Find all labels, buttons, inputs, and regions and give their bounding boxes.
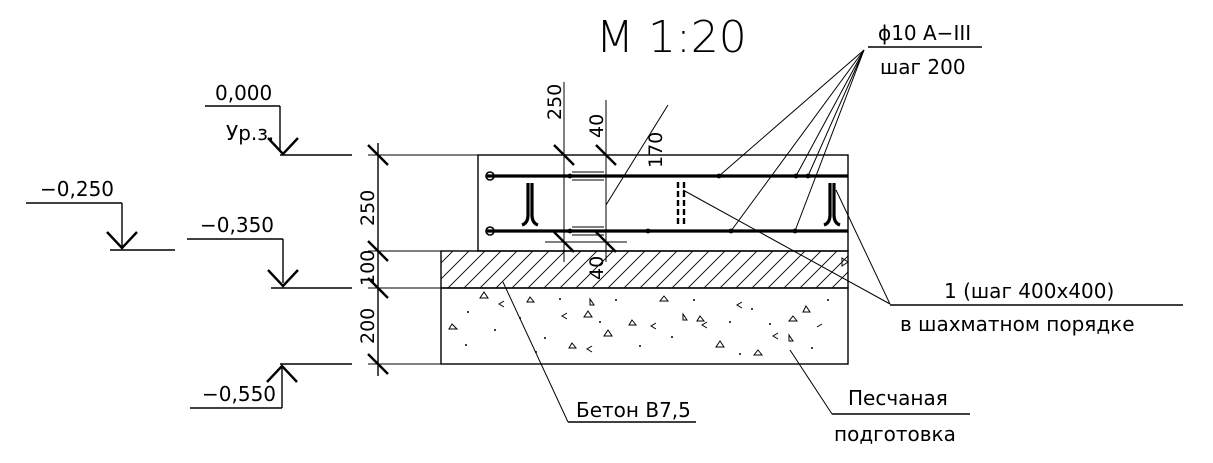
dim-slab: 250 [357,190,379,226]
scale-label: M 1:20 [596,12,747,63]
level-bottom-text: −0,550 [202,382,276,406]
rebar-label-line2: шаг 200 [880,55,966,79]
level-left-text: −0,250 [40,177,114,201]
callout-rebar: ϕ10 А−III шаг 200 [718,21,982,232]
sand-label-line2: подготовка [834,422,956,446]
dim-concrete: 100 [357,250,379,286]
concrete-bed [440,250,849,289]
level-ground-text: 0,000 [215,81,272,105]
dim-top-250: 250 [544,84,566,120]
rebar-label-line1: ϕ10 А−III [878,21,971,45]
frame-label-line2: в шахматном порядке [900,312,1135,336]
dim-top-170: 170 [645,132,667,168]
level-mark-bottom: −0,550 [190,363,352,409]
level-mark-mid: −0,350 [187,213,352,289]
support-frame-1 [521,183,539,227]
concrete-label: Бетон В7,5 [576,398,691,422]
sand-label-line1: Песчаная [848,386,948,410]
support-frame-3 [823,183,841,227]
dim-sand: 200 [357,308,379,344]
frame-label-line1: 1 (шаг 400х400) [944,279,1114,303]
dimension-chain-top: 250 40 170 40 [544,82,669,280]
support-frame-2 [676,182,686,226]
callout-frame: 1 (шаг 400х400) в шахматном порядке [682,189,1183,336]
level-ground-caption: Ур.з. [226,121,274,145]
level-mark-left: −0,250 [26,177,175,251]
callout-sand: Песчаная подготовка [789,349,970,446]
sand-bed [440,287,849,365]
callout-concrete: Бетон В7,5 [502,281,696,423]
level-mid-text: −0,350 [200,213,274,237]
dimension-chain-left: 250 100 200 [357,143,478,376]
dim-cover-top: 40 [586,114,608,138]
reinforced-slab [477,154,849,252]
dim-cover-bottom: 40 [586,256,608,280]
level-mark-ground: 0,000 Ур.з. [205,81,352,156]
